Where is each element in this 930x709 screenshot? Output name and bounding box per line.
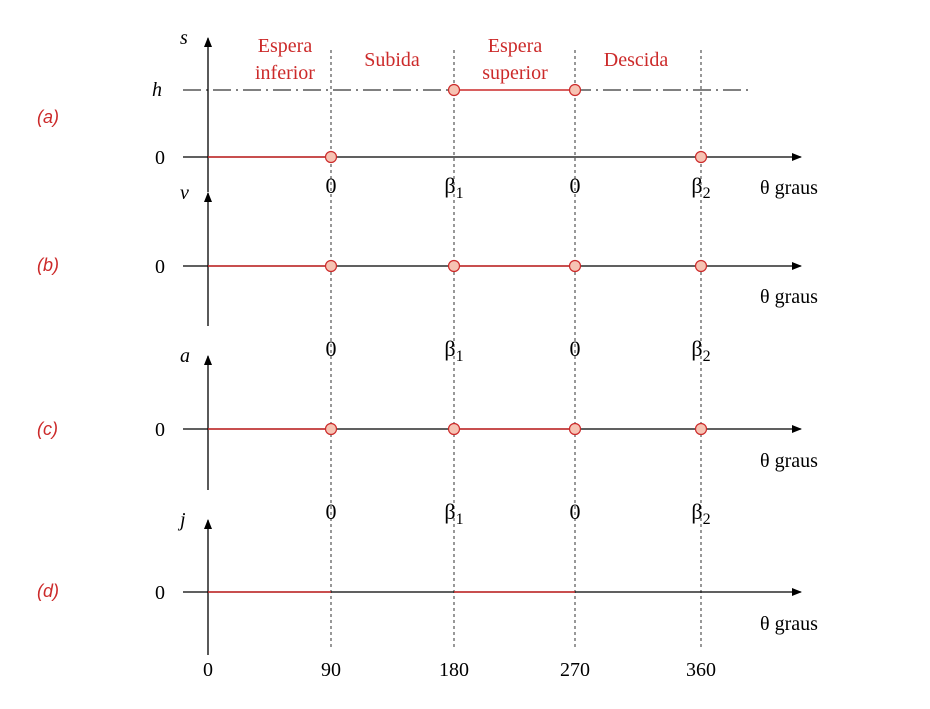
- panel-d-axis-symbol: j: [177, 509, 186, 531]
- panel-c-point: [447, 422, 461, 436]
- panel-a-point: [694, 150, 708, 164]
- panel-c-axis-symbol: a: [180, 345, 190, 367]
- panel-c-point: [694, 422, 708, 436]
- panel-b-angle-label: 0: [570, 336, 581, 361]
- panel-c-angle-label: β1: [444, 499, 463, 528]
- phase-label-rise: Subida: [364, 49, 420, 71]
- panel-b-axis-symbol: v: [180, 182, 189, 204]
- panel-c-x-label: θ graus: [760, 450, 818, 472]
- panel-a-angle-label: 0: [570, 173, 581, 198]
- panel-a-zero-label: 0: [155, 147, 165, 169]
- panel-d-x-label: θ graus: [760, 613, 818, 635]
- panel-d-zero-label: 0: [155, 582, 165, 604]
- panel-d-label: (d): [37, 581, 59, 601]
- phase-label-dwell-high-line2: superior: [482, 62, 548, 84]
- panel-c-angle-label: 0: [570, 499, 581, 524]
- panel-a-axis-symbol: s: [180, 27, 188, 49]
- panel-a-h-label: h: [152, 79, 162, 101]
- panel-c-zero-label: 0: [155, 419, 165, 441]
- tick-label: 90: [321, 659, 341, 681]
- panel-b-point: [694, 259, 708, 273]
- panel-a-point: [568, 83, 582, 97]
- panel-a-point: [324, 150, 338, 164]
- panel-b-angle-label: 0: [326, 336, 337, 361]
- panel-b-point: [568, 259, 582, 273]
- phase-label-dwell-high: Espera: [488, 35, 543, 57]
- phase-labels: Espera inferior Subida Espera superior D…: [255, 35, 668, 84]
- phase-label-fall: Descida: [604, 49, 669, 71]
- panel-d: (d) j 0 θ graus: [37, 509, 818, 655]
- panel-b-angle-label: β1: [444, 336, 463, 365]
- panel-b-label: (b): [37, 255, 59, 275]
- panel-a-angle-label: β2: [691, 173, 710, 202]
- panel-b-x-label: θ graus: [760, 286, 818, 308]
- panel-b-zero-label: 0: [155, 256, 165, 278]
- panel-b-angle-label: β2: [691, 336, 710, 365]
- panel-c: (c) a 0 θ graus 0 β1 0 β2: [37, 345, 818, 528]
- tick-label: 0: [203, 659, 213, 681]
- panel-a-angle-label: 0: [326, 173, 337, 198]
- panel-b-point: [447, 259, 461, 273]
- panel-c-point: [324, 422, 338, 436]
- phase-label-dwell-low: Espera: [258, 35, 313, 57]
- tick-label: 360: [686, 659, 716, 681]
- panel-a: (a) s 0 h 0 β1 0 β2 θ graus: [37, 27, 818, 202]
- tick-label: 270: [560, 659, 590, 681]
- phase-label-dwell-low-line2: inferior: [255, 62, 315, 84]
- panel-c-label: (c): [37, 419, 58, 439]
- panel-a-angle-label: β1: [444, 173, 463, 202]
- panel-c-angle-label: β2: [691, 499, 710, 528]
- tick-label: 180: [439, 659, 469, 681]
- panel-a-x-label: θ graus: [760, 177, 818, 199]
- bottom-degree-ticks: 0 90 180 270 360: [203, 659, 716, 681]
- panel-c-angle-label: 0: [326, 499, 337, 524]
- panel-c-point: [568, 422, 582, 436]
- panel-a-label: (a): [37, 107, 59, 127]
- panel-b: (b) v 0 θ graus 0 β1 0 β2: [37, 182, 818, 365]
- panel-b-point: [324, 259, 338, 273]
- phase-boundaries: [330, 50, 702, 650]
- panel-a-point: [447, 83, 461, 97]
